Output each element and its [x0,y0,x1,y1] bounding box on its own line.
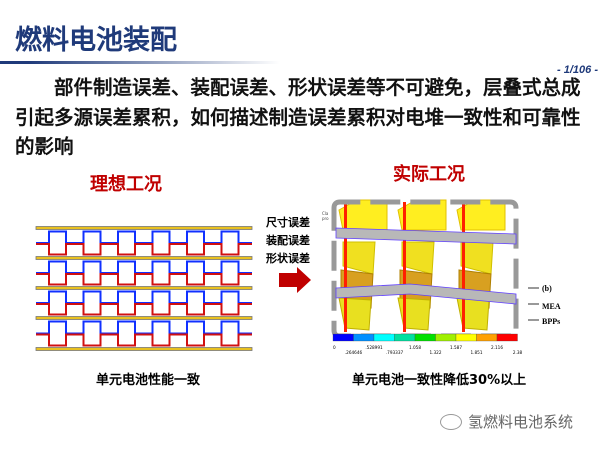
real-caption: 单元电池一致性降低30%以上 [352,373,527,388]
cut-text: Cla [322,211,329,216]
stress-region [460,241,494,275]
real-stack-simulation: Cla pro (b) MEA BPPs 0 .528991 1.058 1.587 2… [322,199,561,355]
colorbar-label: .528991 [365,345,383,350]
ideal-heading: 理想工况 [90,174,162,195]
mea-layer [335,227,517,245]
title-divider [0,61,280,64]
stress-region [397,297,431,331]
anode-flow-channel [36,260,252,274]
cathode-flow-channel [36,333,252,347]
label-b: (b) [542,284,552,293]
colorbar-label: .264646 [345,350,363,355]
anode-flow-channel [36,320,252,335]
bipolar-plate [35,316,253,320]
right-arrow-icon [279,267,311,293]
colorbar-label: 1.587 [450,345,462,350]
stress-region [342,241,376,275]
stress-region [338,297,372,331]
cathode-flow-channel [36,303,252,316]
colorbar-segment [414,333,436,342]
stress-region [401,241,435,275]
body-paragraph: 部件制造误差、装配误差、形状误差等不可避免，层叠式总成引起多源误差累积，如何描述… [15,73,590,162]
wechat-icon [440,413,462,430]
label-mea: MEA [542,302,561,311]
bipolar-plate [35,226,253,230]
colorbar-label: 0 [333,345,336,350]
bipolar-plate [35,256,253,260]
colorbar-segment [394,333,416,342]
colorbar-segment [353,333,375,342]
peak-stress [462,202,465,332]
anode-flow-channel [36,290,252,304]
colorbar-label: 2.38 [513,350,523,355]
error-list: 尺寸误差 装配误差 形状误差 [266,214,310,268]
peak-stress [344,202,347,332]
colorbar-segment [435,333,457,342]
label-bpps: BPPs [542,317,560,326]
watermark: 氢燃料电池系统 [440,411,573,432]
colorbar-segment [373,333,395,342]
error-item: 装配误差 [266,234,310,247]
colorbar-label: 1.851 [471,350,483,355]
colorbar-label: 2.116 [491,345,503,350]
cut-text: pro [322,216,329,221]
colorbar-segment [476,333,498,342]
stress-region [456,297,490,331]
mea-layer [335,283,517,305]
colorbar-segment [332,333,354,342]
body-text: 部件制造误差、装配误差、形状误差等不可避免，层叠式总成引起多源误差累积，如何描述… [15,76,581,158]
error-item: 尺寸误差 [266,216,310,229]
bipolar-plate [35,347,253,351]
peak-stress [403,202,406,332]
cathode-flow-channel [36,243,252,256]
anode-flow-channel [36,230,252,244]
ideal-caption: 单元电池性能一致 [96,373,201,388]
colorbar-segment [455,333,477,342]
watermark-text: 氢燃料电池系统 [468,413,574,431]
bipolar-plate [35,286,253,290]
colorbar-label: 1.322 [430,350,442,355]
colorbar-segment [496,333,518,342]
error-item: 形状误差 [266,252,310,265]
cathode-flow-channel [36,273,252,286]
page-number: - 1/106 - [557,64,598,76]
slide-title: 燃料电池装配 [15,25,177,56]
real-heading: 实际工况 [393,164,465,185]
colorbar-label: .793337 [386,350,404,355]
colorbar-label: 1.058 [409,345,421,350]
